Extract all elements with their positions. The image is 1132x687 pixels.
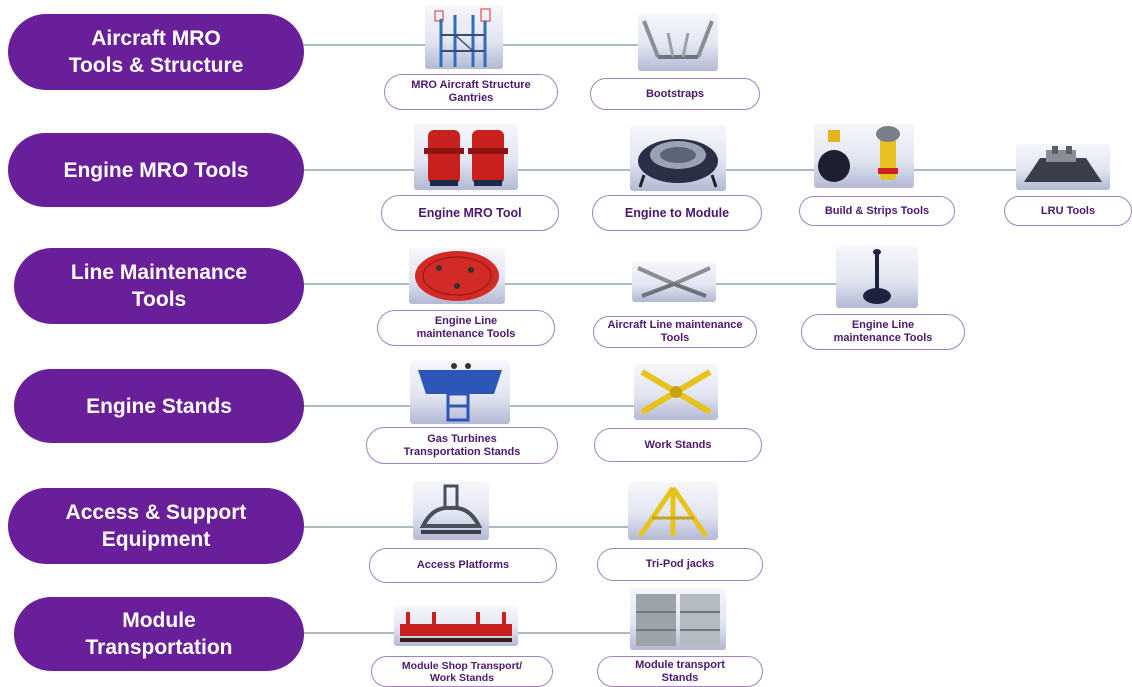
red-module-cradle-image bbox=[394, 606, 518, 646]
item-gas-turbines-stands[interactable]: Gas Turbines Transportation Stands bbox=[366, 427, 558, 464]
bootstrap-frame-image bbox=[638, 13, 718, 71]
item-tripod-jacks[interactable]: Tri-Pod jacks bbox=[597, 548, 763, 581]
category-line-maintenance[interactable]: Line Maintenance Tools bbox=[14, 248, 304, 324]
yellow-cross-stand-image bbox=[634, 364, 718, 420]
category-aircraft-mro[interactable]: Aircraft MRO Tools & Structure bbox=[8, 14, 304, 90]
pole-tool-image bbox=[836, 246, 918, 308]
item-engine-line-maintenance-2[interactable]: Engine Line maintenance Tools bbox=[801, 314, 965, 350]
item-bootstraps[interactable]: Bootstraps bbox=[590, 78, 760, 110]
lru-tool-image bbox=[1016, 144, 1110, 190]
item-module-transport-stands[interactable]: Module transport Stands bbox=[597, 656, 763, 687]
item-lru-tools[interactable]: LRU Tools bbox=[1004, 196, 1132, 226]
gantry-structure-image bbox=[425, 5, 503, 69]
item-aircraft-line-maintenance[interactable]: Aircraft Line maintenance Tools bbox=[593, 316, 757, 348]
tripod-jack-image bbox=[628, 482, 718, 540]
item-module-shop-transport[interactable]: Module Shop Transport/ Work Stands bbox=[371, 656, 553, 687]
aircraft-line-stand-image bbox=[632, 262, 716, 302]
blue-turbine-stand-image bbox=[410, 360, 510, 424]
item-engine-mro-tool[interactable]: Engine MRO Tool bbox=[381, 195, 559, 231]
red-engine-fixture-image bbox=[414, 124, 518, 190]
item-engine-to-module[interactable]: Engine to Module bbox=[592, 195, 762, 231]
engine-ring-image bbox=[630, 125, 726, 191]
item-build-strips-tools[interactable]: Build & Strips Tools bbox=[799, 196, 955, 226]
category-module-transportation[interactable]: Module Transportation bbox=[14, 597, 304, 671]
build-strip-tools-image bbox=[814, 124, 914, 188]
item-engine-line-maintenance-1[interactable]: Engine Line maintenance Tools bbox=[377, 310, 555, 346]
category-engine-mro[interactable]: Engine MRO Tools bbox=[8, 133, 304, 207]
red-disc-cover-image bbox=[409, 248, 505, 304]
access-platform-image bbox=[413, 482, 489, 540]
category-engine-stands[interactable]: Engine Stands bbox=[14, 369, 304, 443]
metal-container-image bbox=[630, 588, 726, 650]
item-work-stands[interactable]: Work Stands bbox=[594, 428, 762, 462]
item-access-platforms[interactable]: Access Platforms bbox=[369, 548, 557, 583]
item-gantries[interactable]: MRO Aircraft Structure Gantries bbox=[384, 74, 558, 110]
category-access-support[interactable]: Access & Support Equipment bbox=[8, 488, 304, 564]
